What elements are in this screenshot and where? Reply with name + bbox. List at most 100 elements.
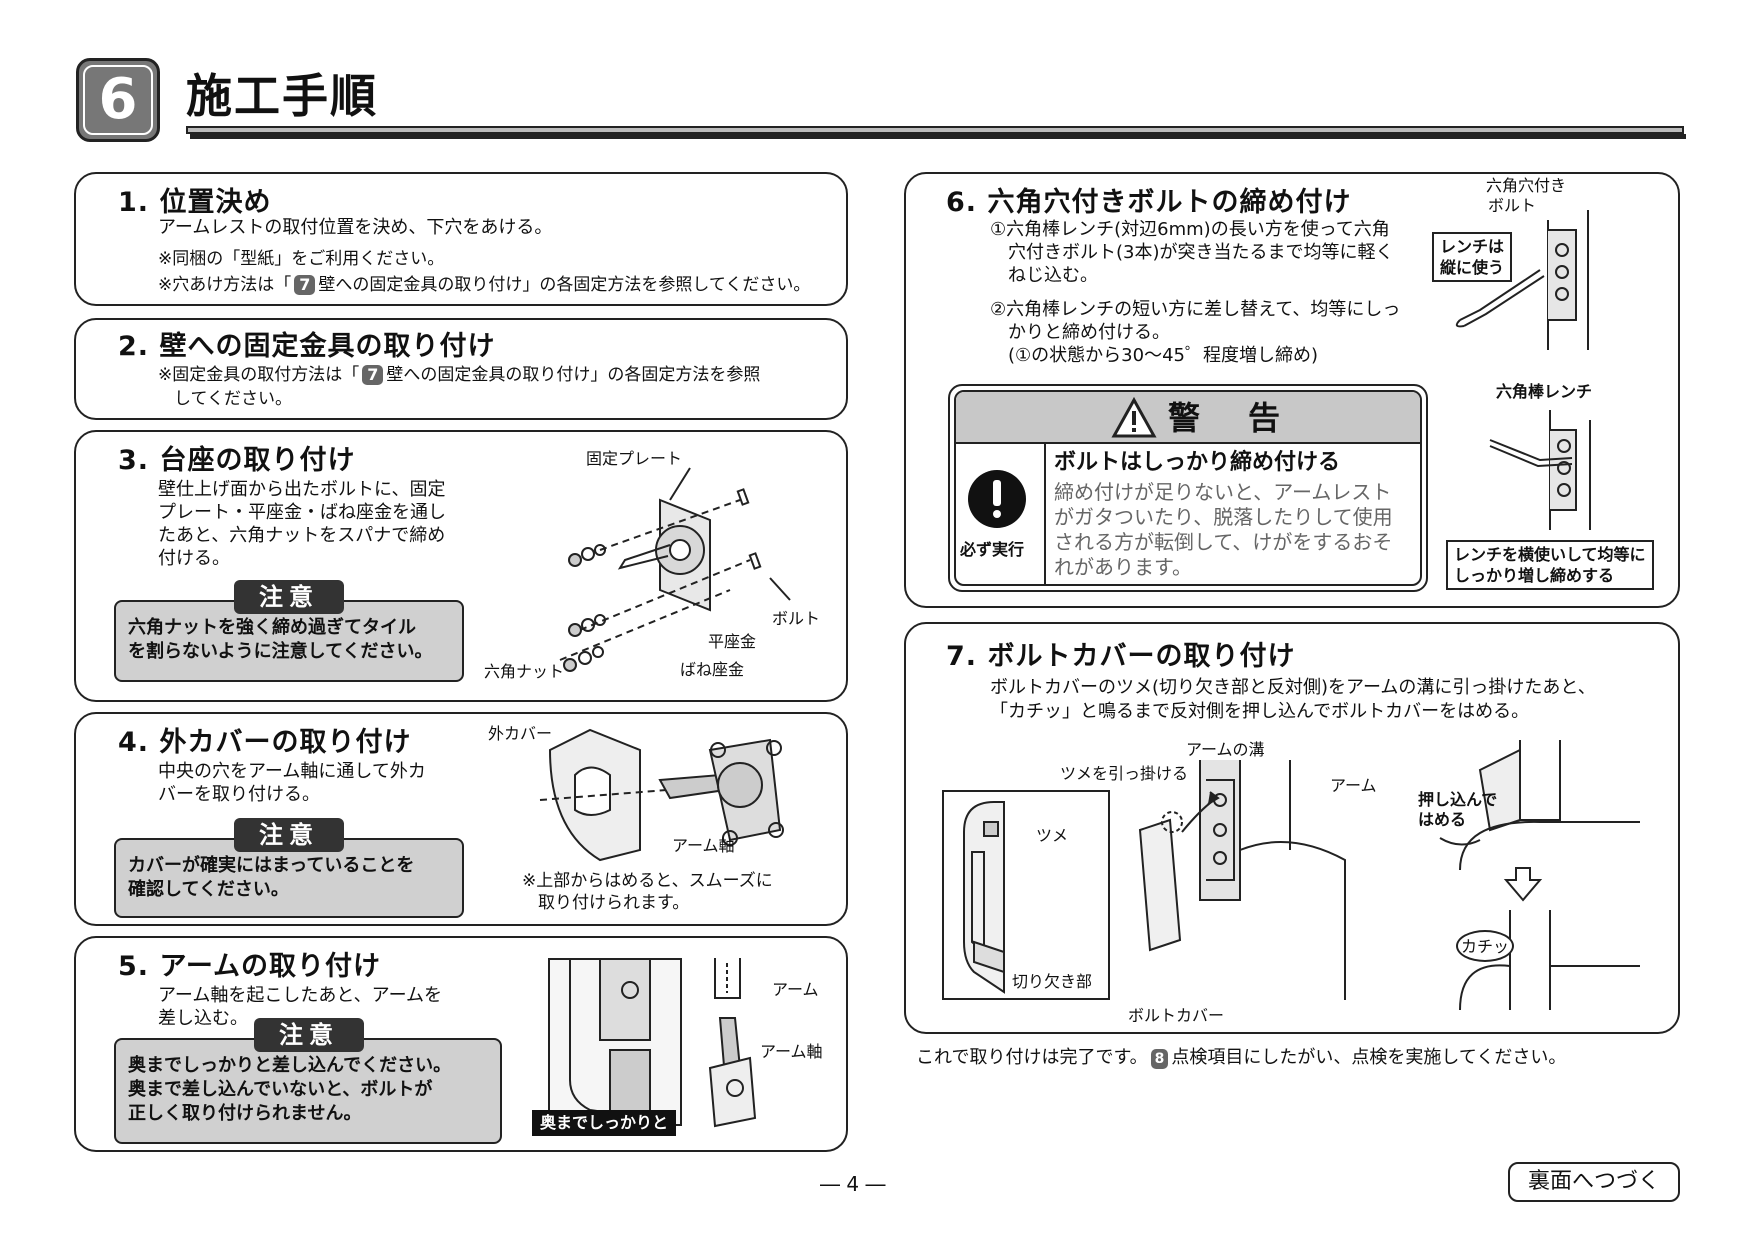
caution-line: を割らないように注意してください。 <box>128 641 433 662</box>
section-6-step1-line1: ①六角棒レンチ(対辺6mm)の長い方を使って六角 <box>990 219 1390 240</box>
callout-line: しっかり増し締めする <box>1454 566 1615 585</box>
section-6-step1-line3: ねじ込む。 <box>1008 265 1098 286</box>
cover-diagram <box>539 728 784 862</box>
section-6-step1-line2: 穴付きボルト(3本)が突き当たるまで均等に軽く <box>1008 242 1394 263</box>
bracket-diagram <box>559 467 791 672</box>
label-fixed-plate: 固定プレート <box>586 449 683 468</box>
section-5-line-2: 差し込む。 <box>158 1008 248 1029</box>
section-4-note-1: ※上部からはめると、スムーズに <box>522 871 773 891</box>
section-7-line-2: 「カチッ」と鳴るまで反対側を押し込んでボルトカバーをはめる。 <box>990 701 1530 722</box>
message-text: 点検項目にしたがい、点検を実施してください。 <box>1171 1047 1567 1068</box>
warning-body: 締め付けが足りないと、アームレスト がガタついたり、脱落したりして使用 される方… <box>1054 480 1393 580</box>
section-number: 6 <box>98 67 138 132</box>
arm-shaft-diagram <box>708 958 757 1128</box>
label-line: ボルト <box>1488 196 1537 215</box>
warning-triangle-icon <box>1111 396 1157 438</box>
section-5-title: 5. アームの取り付け <box>118 951 382 982</box>
deep-insert-label: 奥までしっかりと <box>532 1110 677 1136</box>
caution-line: 六角ナットを強く締め過ぎてタイル <box>128 617 416 638</box>
section-4-line-1: 中央の穴をアーム軸に通して外カ <box>158 761 426 782</box>
section-6-step2-line2: かりと締め付ける。 <box>1008 322 1170 343</box>
section-5-caution: 奥までしっかりと差し込んでください。 奥まで差し込んでいないと、ボルトが 正しく… <box>114 1038 502 1144</box>
horizontal-use-callout: レンチを横使いして均等に しっかり増し締めする <box>1446 540 1654 590</box>
page-number: ― 4 ― <box>820 1172 886 1196</box>
warning-line: がガタついたり、脱落したりして使用 <box>1054 505 1393 529</box>
warning-line: 締め付けが足りないと、アームレスト <box>1054 480 1392 504</box>
label-arm: アーム <box>1330 776 1377 795</box>
section-3-title: 3. 台座の取り付け <box>118 445 356 476</box>
page-title: 施工手順 <box>186 69 378 123</box>
section-4-caution-tag: 注意 <box>234 818 344 852</box>
section-7-title: 7. ボルトカバーの取り付け <box>946 641 1296 672</box>
section-7-ref-badge: 7 <box>294 275 316 295</box>
section-1-title: 1. 位置決め <box>118 187 272 218</box>
mandatory-icon <box>968 470 1026 528</box>
label-notch: 切り欠き部 <box>1012 972 1093 991</box>
hook-cover-diagram <box>1138 760 1346 1000</box>
section-4-note-2: 取り付けられます。 <box>538 893 690 913</box>
caution-line: 奥までしっかりと差し込んでください。 <box>128 1055 452 1076</box>
note-text: 壁への固定金具の取り付け」の各固定方法を参照 <box>386 365 761 385</box>
wrench-vertical-diagram <box>1455 210 1589 350</box>
section-3-line-4: 付ける。 <box>158 548 230 569</box>
section-number-badge: 6 <box>76 58 160 142</box>
caution-line: 正しく取り付けられません。 <box>128 1103 362 1124</box>
section-2-note-line2: してください。 <box>174 389 292 409</box>
label-bolt: ボルト <box>772 609 821 628</box>
section-3-line-2: プレート・平座金・ばね座金を通し <box>158 502 446 523</box>
warning-header: 警 告 <box>956 392 1420 444</box>
arm-insert-drawing <box>569 960 661 1125</box>
warning-divider <box>1044 444 1046 584</box>
label-line: はめる <box>1418 810 1467 829</box>
warning-heading: ボルトはしっかり締め付ける <box>1054 450 1341 475</box>
section-4-line-2: バーを取り付ける。 <box>158 784 320 805</box>
label-bolt-cover: ボルトカバー <box>1128 1006 1225 1025</box>
section-5-line-1: アーム軸を起こしたあと、アームを <box>158 985 443 1006</box>
callout-line: 縦に使う <box>1440 258 1505 277</box>
push-fit-diagram <box>1439 740 1640 1011</box>
section-2-box <box>74 318 848 420</box>
note-text: ※穴あけ方法は「 <box>158 275 292 295</box>
label-hex-wrench: 六角棒レンチ <box>1496 382 1593 401</box>
note-text: 壁への固定金具の取り付け」の各固定方法を参照してください。 <box>318 275 811 295</box>
label-hex-socket-bolt: 六角穴付き ボルト <box>1486 176 1566 216</box>
section-3-line-3: たあと、六角ナットをスパナで締め <box>158 525 446 546</box>
warning-title: 警 告 <box>1168 399 1289 437</box>
mandatory-label: 必ず実行 <box>960 540 1025 559</box>
callout-line: レンチは <box>1440 237 1505 256</box>
label-outer-cover: 外カバー <box>488 724 553 743</box>
title-underline-shadow <box>190 134 1686 139</box>
note-text: ※固定金具の取付方法は「 <box>158 365 360 385</box>
section-1-note-1: ※同梱の「型紙」をご利用ください。 <box>158 249 445 269</box>
label-arm-shaft: アーム軸 <box>672 836 735 855</box>
section-2-title: 2. 壁への固定金具の取り付け <box>118 331 496 362</box>
continue-overleaf-label: 裏面へつづく <box>1508 1162 1680 1202</box>
label-claw: ツメ <box>1036 826 1069 845</box>
label-arm: アーム <box>772 980 819 999</box>
callout-line: レンチを横使いして均等に <box>1454 545 1646 564</box>
caution-line: 確認してください。 <box>128 879 289 900</box>
section-3-line-1: 壁仕上げ面から出たボルトに、固定 <box>158 479 446 500</box>
title-underline <box>186 126 1684 134</box>
section-6-step2-line3: (①の状態から30〜45゜程度増し締め) <box>1008 345 1318 366</box>
warning-line: される方が転倒して、けがをするおそ <box>1054 530 1393 554</box>
section-6-title: 6. 六角穴付きボルトの締め付け <box>946 187 1352 218</box>
label-flat-washer: 平座金 <box>708 632 757 651</box>
click-bubble: カチッ <box>1456 930 1514 962</box>
section-4-title: 4. 外カバーの取り付け <box>118 727 412 758</box>
caution-line: カバーが確実にはまっていることを <box>128 855 415 876</box>
vertical-use-callout: レンチは 縦に使う <box>1432 232 1513 282</box>
label-arm-groove: アームの溝 <box>1186 740 1265 759</box>
label-push-fit: 押し込んで はめる <box>1418 790 1497 830</box>
caution-line: 奥まで差し込んでいないと、ボルトが <box>128 1079 433 1100</box>
label-line: 六角穴付き <box>1486 176 1567 195</box>
label-spring-washer: ばね座金 <box>680 660 745 679</box>
warning-line: れがあります。 <box>1054 555 1192 579</box>
label-arm-shaft: アーム軸 <box>760 1042 823 1061</box>
section-1-box <box>74 172 848 306</box>
section-8-ref-badge: 8 <box>1150 1049 1169 1069</box>
section-3-caution: 六角ナットを強く締め過ぎてタイル を割らないように注意してください。 <box>114 600 464 682</box>
